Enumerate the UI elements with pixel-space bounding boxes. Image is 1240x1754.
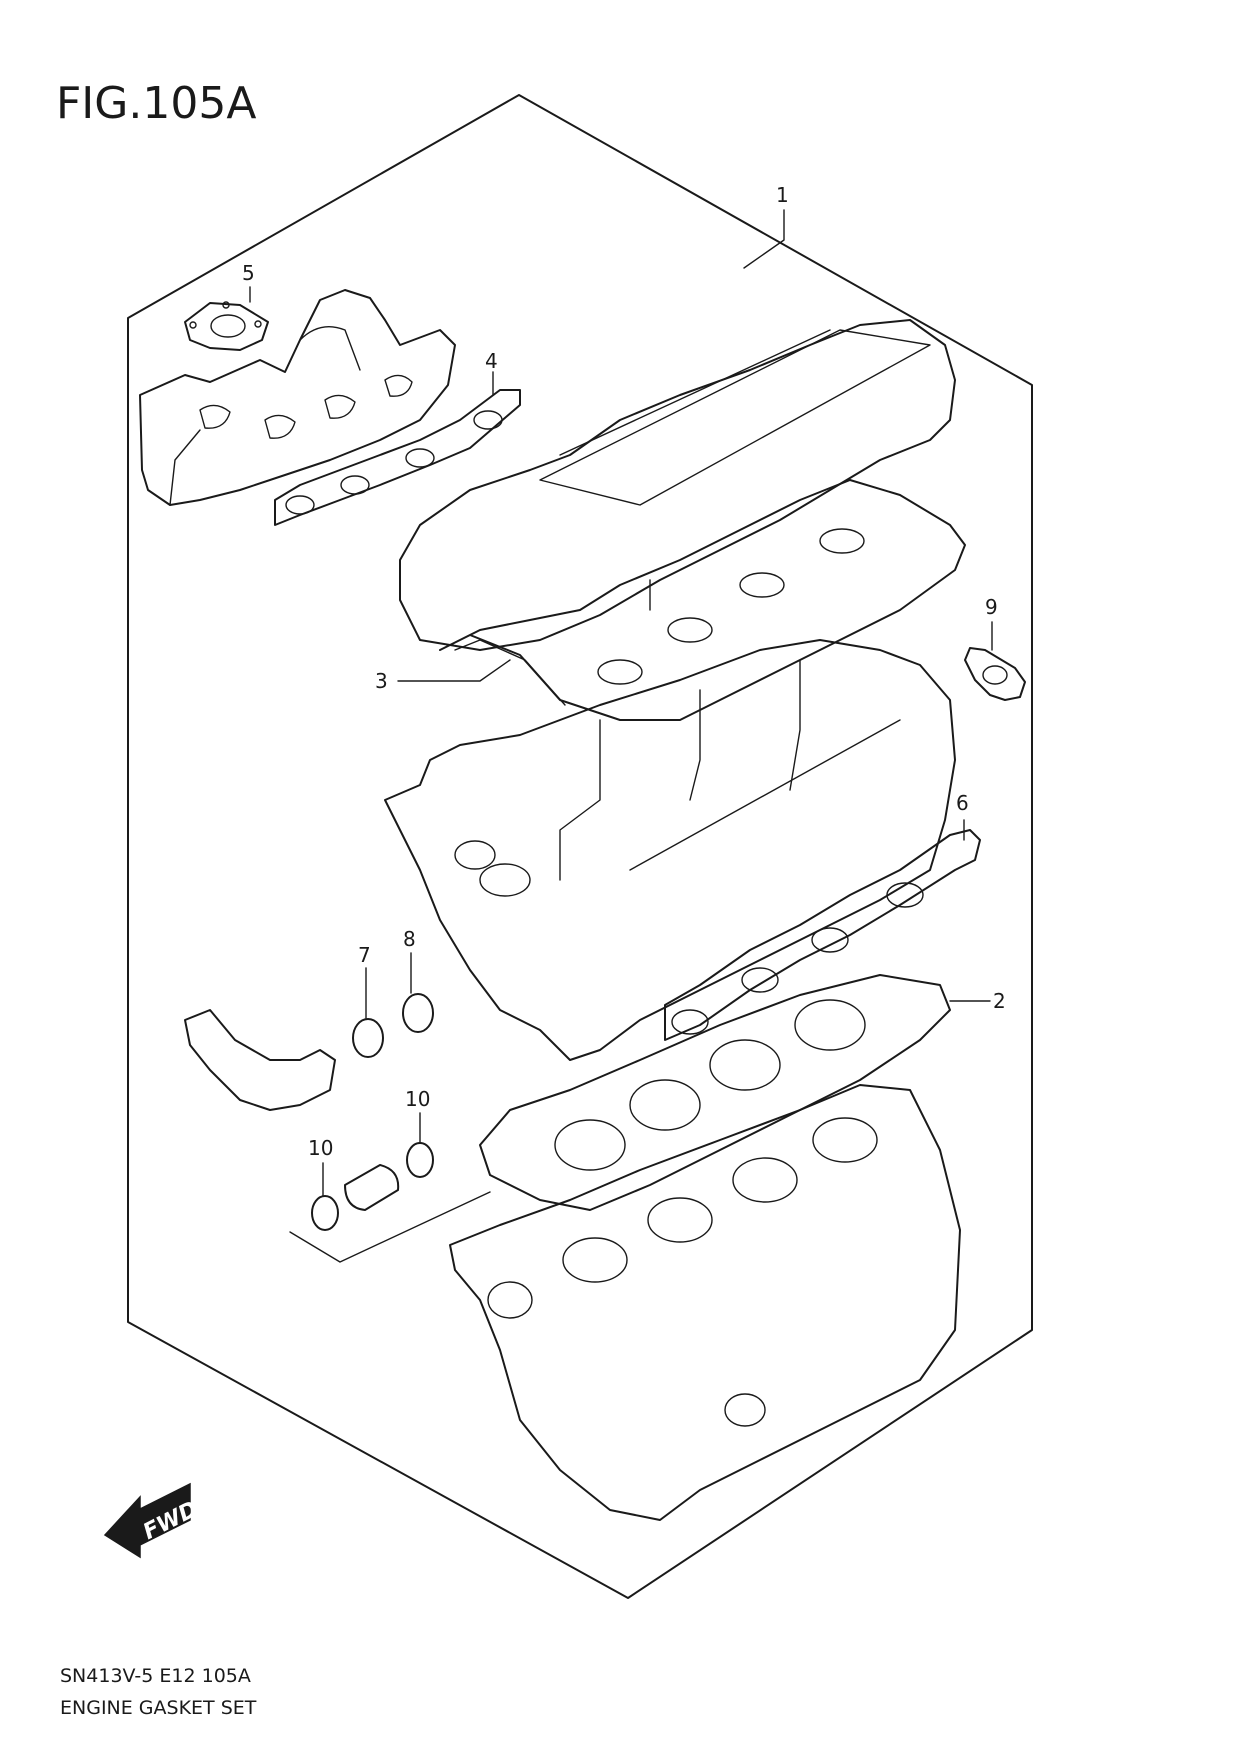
callout-6: 6 [956,791,969,815]
manifold-part [139,289,456,506]
part-6-exhaust-gasket [664,829,981,1041]
fwd-direction-marker: FWD [103,1482,202,1559]
fwd-arrow-icon [103,1482,191,1559]
part-8-o-ring [402,993,434,1033]
callout-8: 8 [403,927,416,951]
kit-boundary-outline [127,94,1033,1599]
part-9-flange-gasket [964,647,1026,701]
valve-cover-part [399,319,956,651]
callout-9: 9 [985,595,998,619]
callout-2: 2 [993,989,1006,1013]
figure-name: ENGINE GASKET SET [60,1697,257,1719]
callout-7: 7 [358,943,371,967]
cylinder-head-part [384,639,956,1061]
part-4-manifold-gasket [274,389,521,526]
callout-3: 3 [375,669,388,693]
callout-10-lower: 10 [308,1136,333,1160]
part-7-o-ring [352,1018,384,1058]
callout-5: 5 [242,261,255,285]
connector-pipe-part [344,1164,400,1211]
part-5-flange-gasket [184,301,269,351]
part-3-valve-cover-gasket [439,479,966,721]
leader-lines [249,209,993,1197]
water-outlet-pipe-part [184,1009,336,1111]
sub-assembly-bracket-line [289,1191,491,1263]
part-10-o-ring-lower [311,1195,339,1231]
figure-code: SN413V-5 E12 105A [60,1665,251,1687]
part-10-o-ring-upper [406,1142,434,1178]
callout-4: 4 [485,349,498,373]
engine-block-part [449,1084,961,1521]
callout-1: 1 [776,183,789,207]
callout-10-upper: 10 [405,1087,430,1111]
figure-title: FIG.105A [56,78,257,129]
part-2-head-gasket [479,974,951,1211]
